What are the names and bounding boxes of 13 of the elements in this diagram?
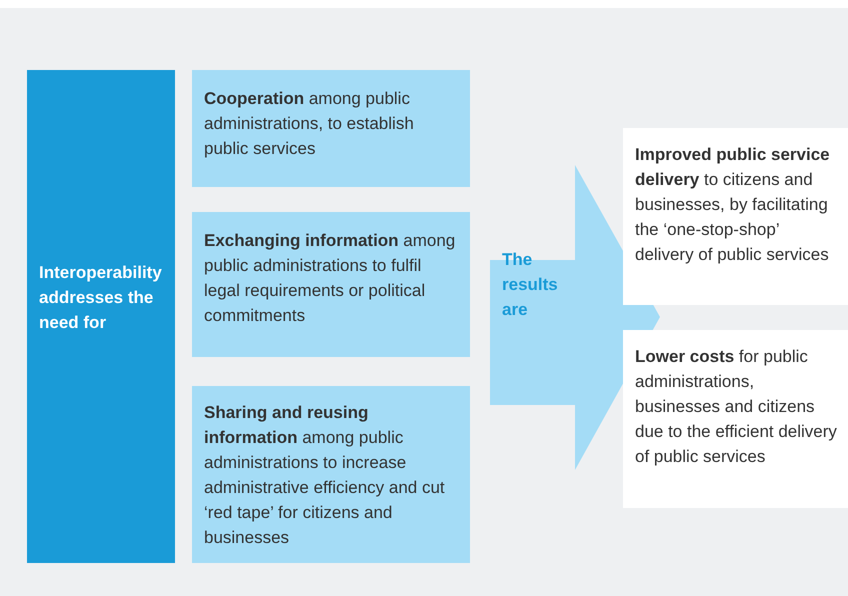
need-box <box>192 70 470 187</box>
description-text: Improved public service delivery to citizens and businesses, by facilitating the ‘one-stop-shop’ delivery of public services <box>635 144 831 266</box>
description-text: Lower costs for public administrations, businesses and citizens due to the efficient delivery of public services <box>635 346 838 468</box>
need-box <box>192 386 470 563</box>
topic-box <box>27 70 175 563</box>
heading-text: The results are <box>502 249 559 321</box>
description-text: Exchanging information among public administrations to fulfil legal requirements or political commitments <box>204 230 456 327</box>
description-text: Sharing and reusing information among public administrations to increase administrative efficiency and cut ‘red tape’ for citizens and businesses <box>204 402 446 549</box>
description-text: Cooperation among public administrations, to establish public services <box>204 88 415 160</box>
heading-text: Interoperability addresses the need for <box>39 262 163 334</box>
result-box <box>623 330 848 508</box>
result-box <box>623 128 848 305</box>
need-box <box>192 212 470 357</box>
